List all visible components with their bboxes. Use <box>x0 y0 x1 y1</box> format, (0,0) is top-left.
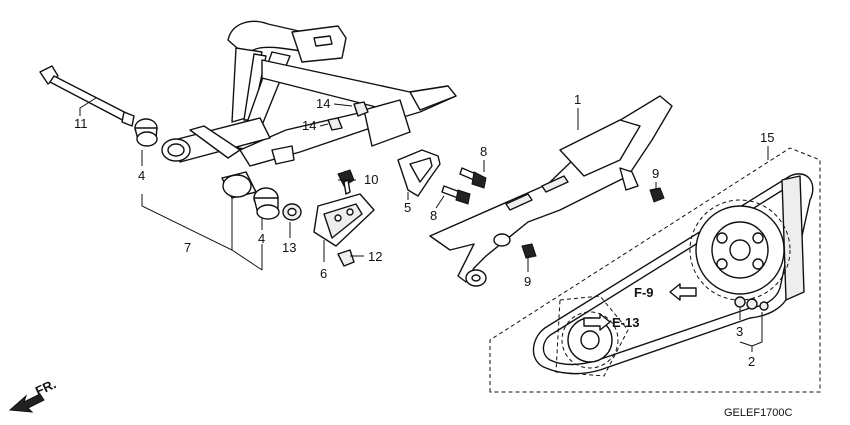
callout-9-upper: 9 <box>652 166 659 181</box>
sprocket-region-outline <box>555 295 629 377</box>
callout-3: 3 <box>736 324 743 339</box>
swingarm <box>161 20 457 199</box>
ref-arrow-e13 <box>583 313 611 331</box>
bolt-9-upper <box>649 187 665 203</box>
front-direction-indicator: FR. <box>8 376 58 413</box>
callout-8-lower: 8 <box>430 208 437 223</box>
front-arrow-icon <box>8 393 45 413</box>
chain-case <box>429 95 673 287</box>
callout-6: 6 <box>320 266 327 281</box>
leader-lines <box>79 97 769 352</box>
callout-9-lower: 9 <box>524 274 531 289</box>
callout-10: 10 <box>364 172 378 187</box>
ref-label-f9: F-9 <box>634 285 654 300</box>
bolt-10 <box>337 169 355 195</box>
bolt-8-upper <box>459 167 487 189</box>
diagram-code: GELEF1700C <box>724 407 793 419</box>
ref-label-e13: E-13 <box>612 315 639 330</box>
callout-13: 13 <box>282 240 296 255</box>
bolt-8-lower <box>441 185 471 205</box>
callout-11: 11 <box>74 116 88 131</box>
pivot-bushing-lower <box>253 187 280 220</box>
nut-12 <box>337 249 355 267</box>
nut-14-lower <box>327 117 343 131</box>
callouts: 11 4 7 4 13 14 14 10 6 12 5 8 8 1 9 9 15… <box>74 92 774 369</box>
chain-slider <box>313 193 375 247</box>
callout-1: 1 <box>574 92 581 107</box>
callout-4-left: 4 <box>138 168 145 183</box>
callout-14-upper: 14 <box>316 96 330 111</box>
chain-guide-bracket <box>397 149 441 197</box>
callout-12: 12 <box>368 249 382 264</box>
nut-14-upper <box>353 101 369 117</box>
chain-joint <box>734 296 769 311</box>
callout-8-upper: 8 <box>480 144 487 159</box>
callout-5: 5 <box>404 200 411 215</box>
callout-15: 15 <box>760 130 774 145</box>
front-label: FR. <box>33 376 58 398</box>
dust-seal <box>282 203 302 221</box>
pivot-bushing-upper <box>134 118 158 147</box>
callout-4-right: 4 <box>258 231 265 246</box>
ref-arrow-f9 <box>669 283 697 301</box>
callout-14-lower: 14 <box>302 118 316 133</box>
bolt-9-lower <box>521 243 537 259</box>
callout-7: 7 <box>184 240 191 255</box>
chain-group-outline <box>489 147 821 393</box>
pivot-bolt <box>39 65 135 127</box>
driven-sprocket <box>689 199 791 301</box>
callout-2: 2 <box>748 354 755 369</box>
